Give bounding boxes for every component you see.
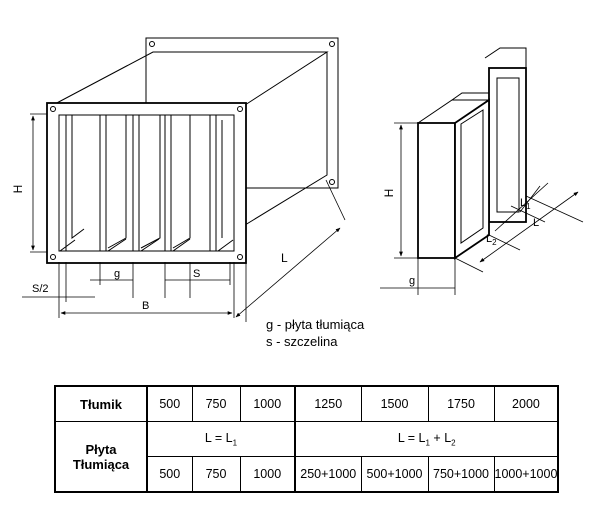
gap-label: g — [114, 268, 120, 280]
back-flange-hole — [329, 41, 335, 47]
dimensions-table: Tłumik 500 750 1000 1250 1500 1750 2000 … — [54, 385, 560, 493]
table-cell: 750 — [191, 456, 241, 493]
table-cell: 2000 — [493, 385, 560, 422]
table-cell: 250+1000 — [294, 456, 362, 493]
table-cell: 750+1000 — [427, 456, 495, 493]
front-flange-hole — [50, 106, 56, 112]
gap-slot-dimensions: g S S/2 B — [22, 262, 235, 318]
table-cell: 1000+1000 — [493, 456, 560, 493]
table-cell: 500+1000 — [360, 456, 429, 493]
gap-dimension-right: g — [380, 258, 456, 295]
silencer-header: Tłumik — [54, 385, 148, 422]
legend: g - płyta tłumiąca s - szczelina — [266, 316, 364, 350]
front-flange — [46, 102, 247, 264]
total-length-label: L — [533, 217, 539, 229]
back-flange-hole — [329, 179, 335, 185]
housing-right-edge — [244, 52, 328, 226]
housing-top-edge — [52, 51, 329, 106]
legend-slot: s - szczelina — [266, 334, 338, 349]
panel-header: Płyta Tłumiąca — [54, 421, 148, 493]
table-cell: 1750 — [427, 385, 495, 422]
front-flange-hole — [237, 106, 243, 112]
front-flange-hole — [50, 254, 56, 260]
double-panel-formula: L = L1 + L2 — [294, 421, 560, 457]
technical-drawing: H g S S/2 B L — [11, 37, 584, 322]
height-dimension-left: H — [11, 113, 47, 253]
table-cell: 500 — [146, 385, 193, 422]
table-row: Tłumik 500 750 1000 1250 1500 1750 2000 — [54, 385, 560, 422]
table-row: 500 750 1000 250+1000 500+1000 750+1000 … — [55, 456, 560, 493]
table-cell: 1250 — [294, 385, 362, 422]
silencer-housing-view: H g S S/2 B L — [11, 37, 346, 322]
legend-gap: g - płyta tłumiąca — [266, 317, 365, 332]
front-panel-face — [454, 98, 490, 260]
length-dimension-left: L — [235, 179, 346, 322]
height-label: H — [11, 185, 25, 194]
table-row: Płyta Tłumiąca L = L1 L = L1 + L2 — [54, 421, 560, 493]
single-panel-formula: L = L1 — [146, 421, 296, 457]
table-cell: 750 — [191, 385, 241, 422]
table-cell: 500 — [146, 456, 193, 493]
table-cell: 1000 — [239, 385, 296, 422]
l2-label: L2 — [486, 233, 497, 247]
absorber-panel-view: H g L1 L2 L — [380, 47, 584, 295]
table-cell: 1000 — [239, 456, 296, 493]
table-cell: 1500 — [360, 385, 429, 422]
length-label: L — [281, 251, 288, 265]
front-flange-opening — [58, 114, 235, 252]
slot-label: S — [193, 268, 200, 280]
front-flange-hole — [237, 254, 243, 260]
gap-label-right: g — [409, 275, 415, 287]
front-panel-side — [417, 122, 456, 259]
height-dimension-right: H — [382, 122, 418, 259]
width-label: B — [142, 300, 149, 312]
length-dimensions-right: L1 L2 L — [454, 182, 584, 273]
half-slot-label: S/2 — [32, 283, 49, 295]
absorber-panels — [59, 115, 234, 252]
back-flange-hole — [149, 41, 155, 47]
l1-label: L1 — [520, 197, 531, 211]
height-label-right: H — [382, 189, 396, 198]
